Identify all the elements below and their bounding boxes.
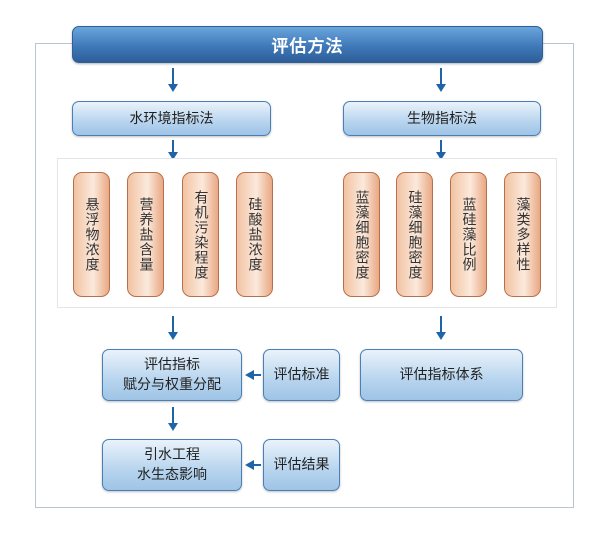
arrow-down-icon bbox=[168, 332, 178, 340]
indicator-organic-pollution: 有机污染程度 bbox=[182, 172, 219, 297]
evaluation-results-box: 评估结果 bbox=[263, 439, 340, 491]
box-line: 赋分与权重分配 bbox=[123, 377, 221, 393]
indicator-system-box: 评估指标体系 bbox=[360, 349, 523, 401]
arrow-line bbox=[172, 316, 174, 333]
indicator-label: 有机污染程度 bbox=[192, 189, 209, 280]
indicator-label: 悬浮物浓度 bbox=[83, 197, 100, 272]
indicator-label: 营养盐含量 bbox=[137, 197, 154, 272]
box-line: 水生态影响 bbox=[137, 467, 207, 483]
indicator-suspended-solids: 悬浮物浓度 bbox=[73, 172, 110, 297]
box-line: 评估指标 bbox=[144, 357, 200, 373]
indicator-label: 硅酸盐浓度 bbox=[246, 197, 263, 272]
scoring-weighting-box: 评估指标 赋分与权重分配 bbox=[102, 349, 242, 401]
arrow-down-icon bbox=[168, 423, 178, 431]
evaluation-method-title: 评估方法 bbox=[72, 26, 543, 63]
arrow-down-icon bbox=[436, 152, 446, 160]
indicator-label: 蓝藻细胞密度 bbox=[353, 189, 370, 280]
arrow-down-icon bbox=[436, 332, 446, 340]
arrow-line bbox=[253, 464, 261, 466]
indicator-label: 蓝硅藻比例 bbox=[460, 197, 477, 272]
water-environment-method: 水环境指标法 bbox=[72, 101, 271, 136]
arrow-left-icon bbox=[245, 370, 254, 380]
indicator-algae-diversity: 藻类多样性 bbox=[504, 172, 541, 297]
evaluation-criteria-box: 评估标准 bbox=[263, 349, 340, 401]
indicator-cyanobacteria-density: 蓝藻细胞密度 bbox=[343, 172, 380, 297]
arrow-line bbox=[440, 316, 442, 333]
arrow-line bbox=[440, 68, 442, 84]
arrow-line bbox=[172, 407, 174, 424]
arrow-down-icon bbox=[168, 152, 178, 160]
eco-impact-box: 引水工程 水生态影响 bbox=[102, 439, 242, 491]
indicator-nutrients: 营养盐含量 bbox=[127, 172, 164, 297]
indicator-label: 硅藻细胞密度 bbox=[406, 189, 423, 280]
indicator-cyano-diatom-ratio: 蓝硅藻比例 bbox=[450, 172, 487, 297]
arrow-line bbox=[172, 68, 174, 84]
arrow-left-icon bbox=[245, 460, 254, 470]
indicator-label: 藻类多样性 bbox=[514, 197, 531, 272]
biological-indicator-method: 生物指标法 bbox=[343, 101, 541, 136]
arrow-line bbox=[172, 140, 174, 154]
box-line: 引水工程 bbox=[144, 447, 200, 463]
arrow-down-icon bbox=[168, 84, 178, 92]
arrow-line bbox=[440, 140, 442, 154]
indicator-silicate: 硅酸盐浓度 bbox=[236, 172, 273, 297]
indicator-diatom-density: 硅藻细胞密度 bbox=[396, 172, 433, 297]
arrow-line bbox=[253, 374, 261, 376]
arrow-down-icon bbox=[436, 84, 446, 92]
